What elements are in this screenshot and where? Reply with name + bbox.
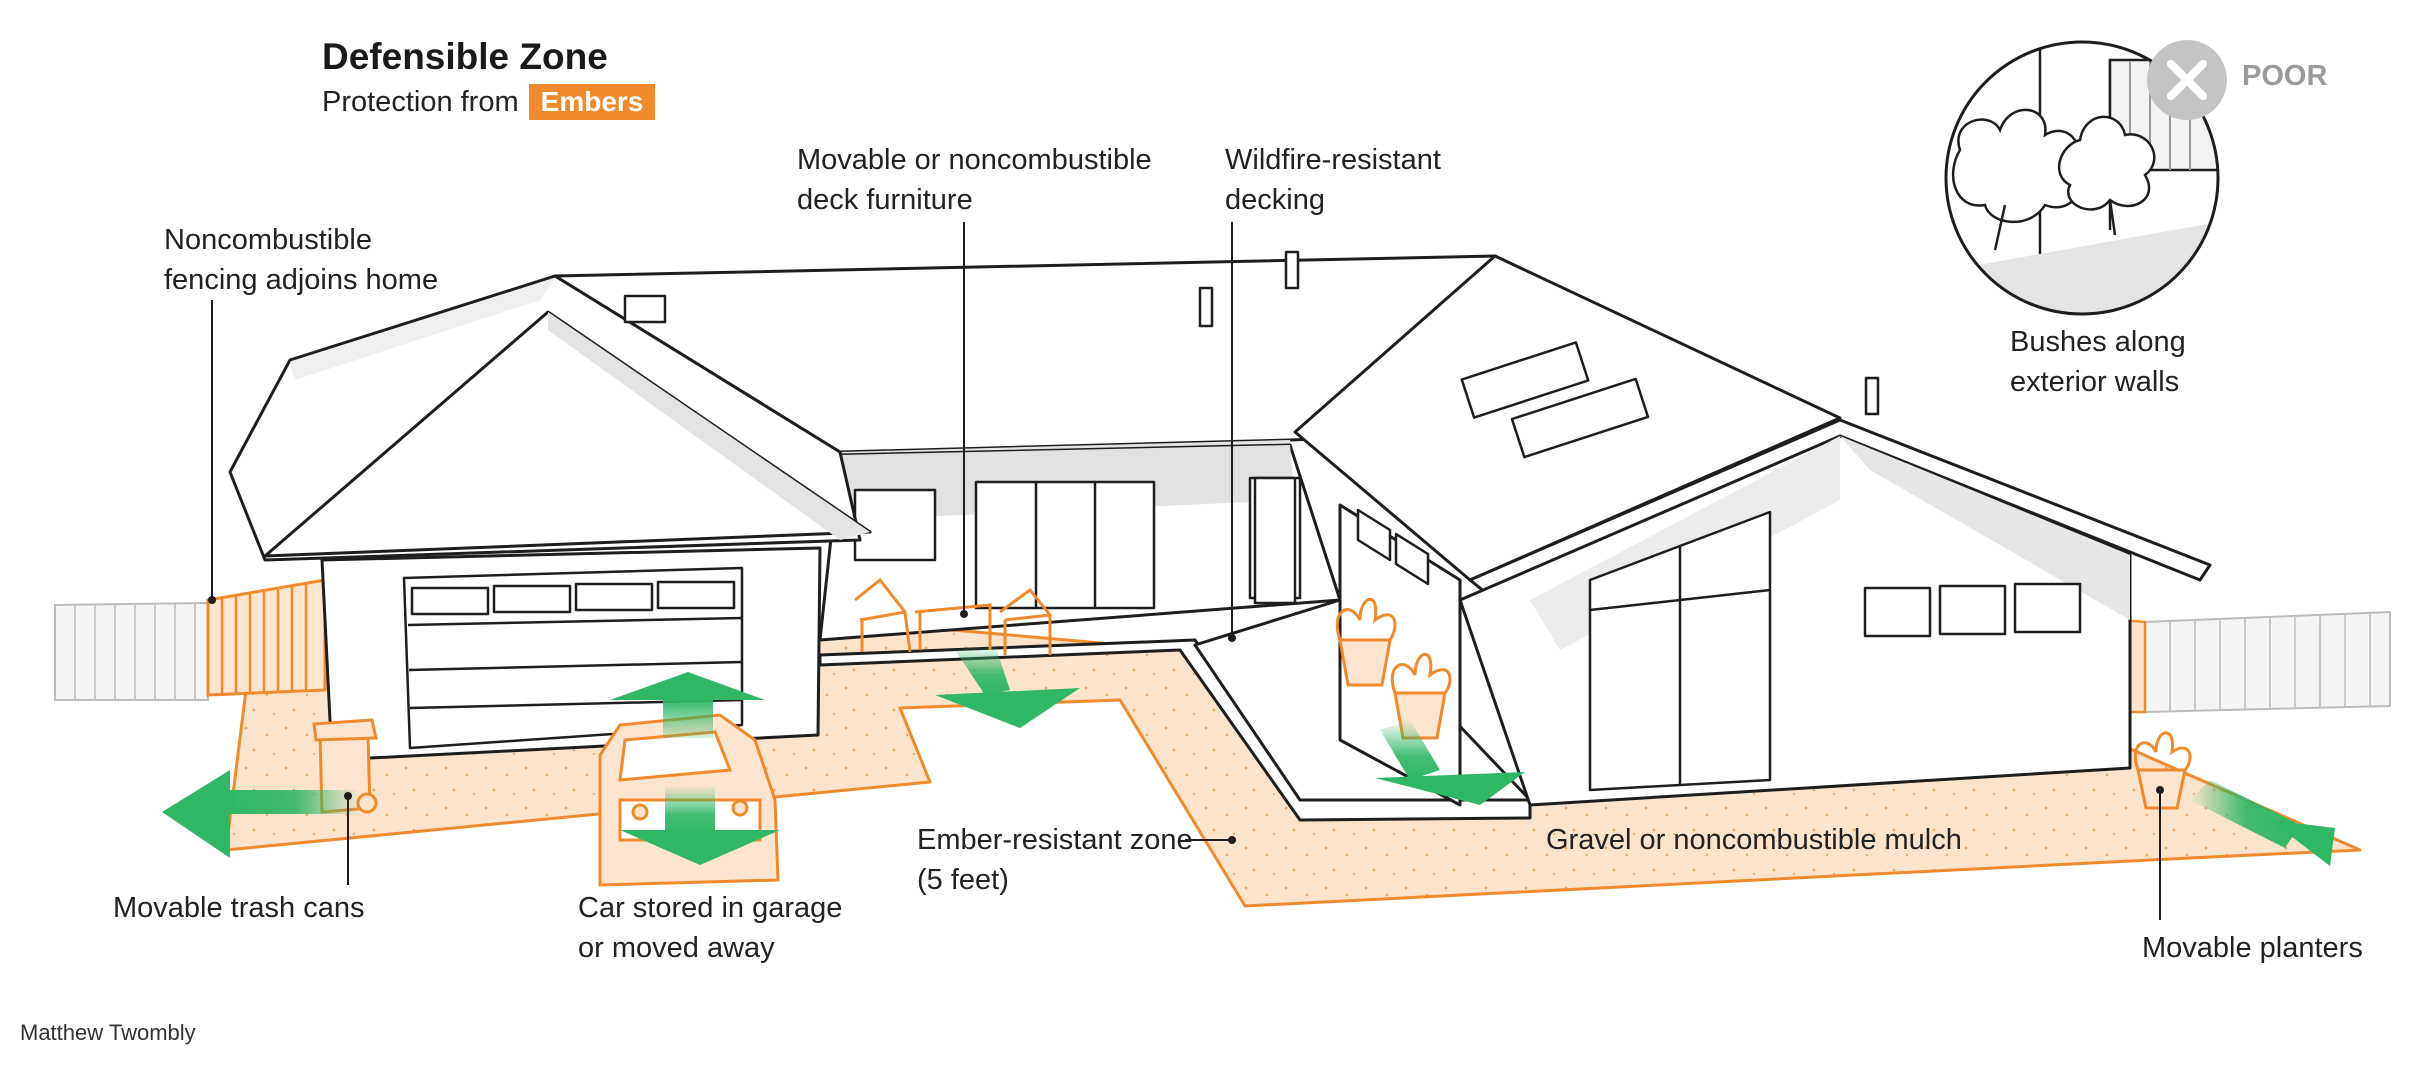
planter-1 <box>1335 597 1397 687</box>
inset-poor-example <box>1944 40 2227 316</box>
label-fencing: Noncombustible fencing adjoins home <box>164 224 439 296</box>
subtitle: Protection from Embers <box>322 84 656 120</box>
label-trash: Movable trash cans <box>113 892 365 924</box>
arrow-deck <box>935 645 1080 728</box>
arrow-trash <box>162 770 360 858</box>
label-car: Car stored in garage or moved away <box>578 892 843 964</box>
label-planters: Movable planters <box>2142 932 2363 964</box>
label-zone: Ember-resistant zone (5 feet) <box>917 824 1193 896</box>
label-gravel: Gravel or noncombustible mulch <box>1546 824 1962 856</box>
page-title: Defensible Zone <box>322 36 608 77</box>
label-deck-furniture: Movable or noncombustible deck furniture <box>797 144 1152 216</box>
fence-left <box>54 601 209 701</box>
x-icon <box>2147 40 2227 120</box>
inset-caption: Bushes along exterior walls <box>2010 326 2186 398</box>
house <box>228 250 2212 822</box>
noncombustible-fence-left <box>206 578 327 697</box>
poor-label: POOR <box>2242 60 2328 92</box>
leader-lines <box>208 222 2164 920</box>
arrow-car <box>620 785 780 865</box>
arrow-right <box>2190 780 2335 866</box>
deck-furniture <box>854 577 1052 655</box>
fence-right <box>2118 610 2391 714</box>
label-decking: Wildfire-resistant decking <box>1225 144 1441 216</box>
subtitle-prefix: Protection from <box>322 86 519 118</box>
arrow-garage <box>610 672 765 738</box>
arrow-planter <box>1375 720 1525 805</box>
credit: Matthew Twombly <box>20 1020 196 1045</box>
embers-badge: Embers <box>528 84 656 120</box>
